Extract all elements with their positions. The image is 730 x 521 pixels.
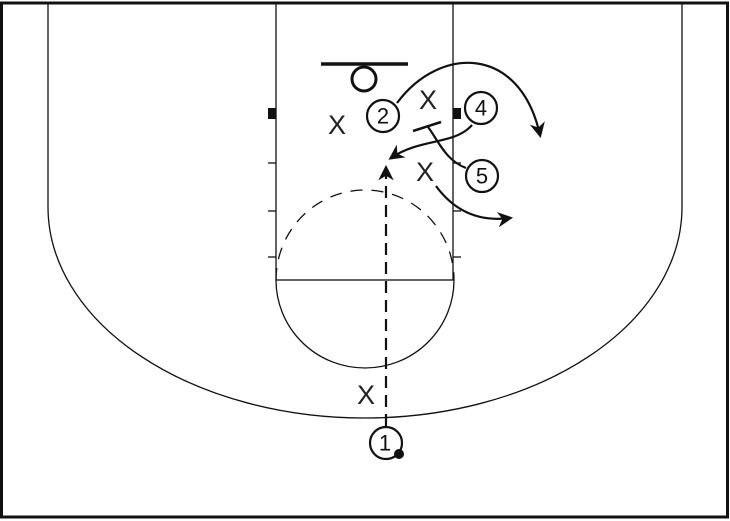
rim — [350, 65, 378, 93]
svg-text:2: 2 — [377, 104, 389, 129]
three-point-arc — [47, 206, 683, 419]
defender-x: X — [416, 157, 434, 187]
free-throw-circle-lower — [275, 279, 455, 369]
player-2: 2 — [365, 98, 401, 134]
free-throw-circle-upper — [275, 189, 455, 281]
defenders: X X X X — [328, 85, 437, 410]
screen-bar — [412, 120, 442, 133]
movements — [378, 61, 545, 426]
player-4: 4 — [463, 90, 499, 126]
svg-text:1: 1 — [379, 431, 391, 456]
defender-x: X — [357, 380, 375, 410]
cut-path-4 — [388, 124, 473, 160]
player-5: 5 — [464, 158, 500, 194]
ball-icon — [394, 449, 404, 459]
lane — [275, 2, 454, 281]
svg-text:5: 5 — [476, 164, 488, 189]
lane-block-right — [453, 108, 461, 119]
defender-x: X — [328, 110, 346, 140]
defender-path — [435, 185, 514, 228]
lane-block-left — [268, 108, 276, 119]
defender-x: X — [419, 85, 437, 115]
player-1: 1 — [368, 425, 404, 461]
offense: 1 2 4 5 — [365, 90, 500, 461]
screen-path-5 — [427, 126, 467, 170]
cut-path-2 — [396, 61, 545, 139]
svg-text:4: 4 — [475, 96, 487, 121]
